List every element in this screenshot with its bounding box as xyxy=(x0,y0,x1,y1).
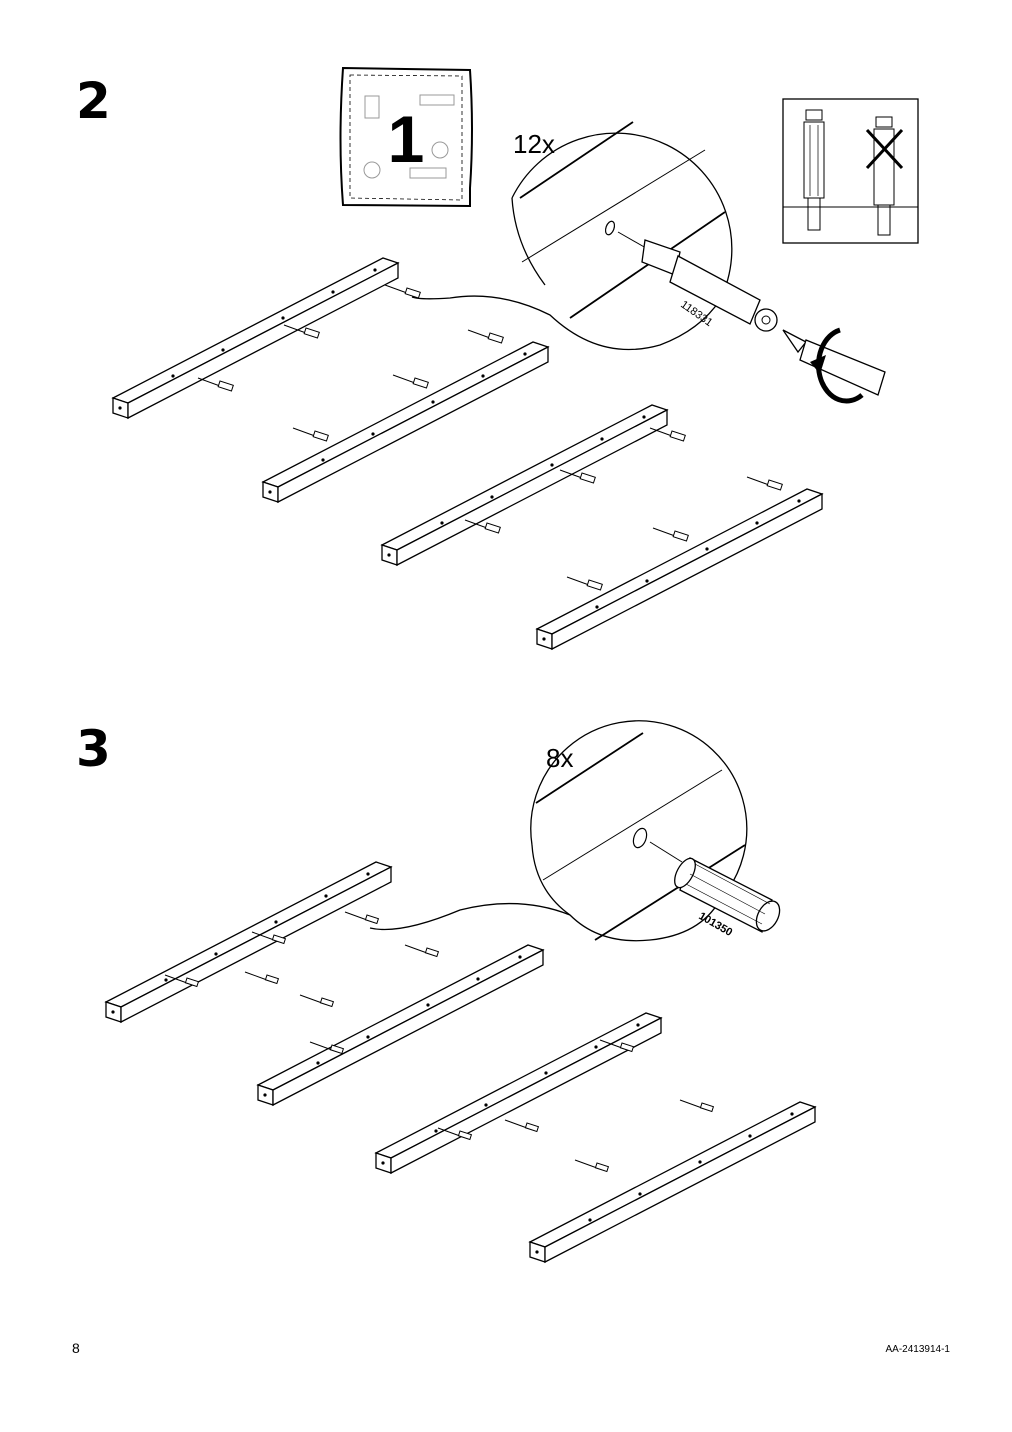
wooden-dowel-icon xyxy=(674,857,781,933)
step-3-detail: 101350 8x xyxy=(369,720,781,942)
step-3-number: 3 xyxy=(76,720,111,778)
step-2-detail: 118331 12x xyxy=(411,121,778,351)
page-number: 8 xyxy=(72,1340,80,1356)
hardware-bag-icon: 1 xyxy=(339,66,473,208)
bag-label: 1 xyxy=(388,102,425,176)
do-not-overtighten-icon xyxy=(782,98,919,244)
document-code: AA-2413914-1 xyxy=(885,1344,951,1355)
step-2-quantity: 12x xyxy=(513,129,555,159)
step-3-quantity: 8x xyxy=(546,743,573,773)
rotate-arrow-icon xyxy=(810,327,864,404)
cam-bolt-icon xyxy=(641,239,778,332)
screwdriver-icon xyxy=(782,329,886,396)
step-2-rails xyxy=(112,257,823,650)
step-2-number: 2 xyxy=(76,72,111,130)
